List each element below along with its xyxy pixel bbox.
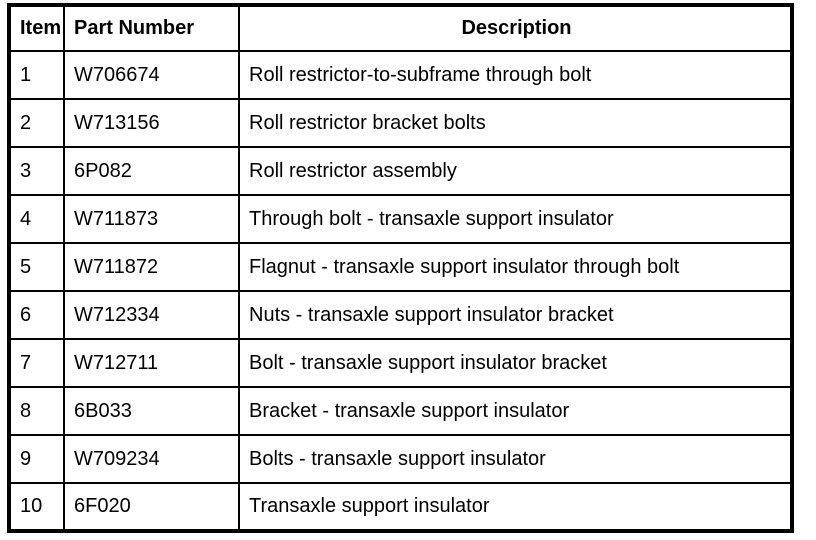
header-row: Item Part Number Description bbox=[8, 4, 793, 52]
cell-part-number: W712711 bbox=[63, 338, 240, 388]
cell-description: Bracket - transaxle support insulator bbox=[238, 386, 793, 436]
cell-description: Roll restrictor assembly bbox=[238, 146, 793, 196]
table-row: 7 W712711 Bolt - transaxle support insul… bbox=[8, 338, 793, 388]
table-body: 1 W706674 Roll restrictor-to-subframe th… bbox=[8, 50, 793, 532]
table-row: 4 W711873 Through bolt - transaxle suppo… bbox=[8, 194, 793, 244]
cell-part-number: W712334 bbox=[63, 290, 240, 340]
table-row: 2 W713156 Roll restrictor bracket bolts bbox=[8, 98, 793, 148]
cell-part-number: 6B033 bbox=[63, 386, 240, 436]
cell-item: 9 bbox=[8, 434, 65, 484]
cell-part-number: 6F020 bbox=[63, 482, 240, 532]
cell-description: Roll restrictor bracket bolts bbox=[238, 98, 793, 148]
cell-description: Transaxle support insulator bbox=[238, 482, 793, 532]
column-header-description: Description bbox=[238, 4, 793, 52]
parts-table: Item Part Number Description 1 W706674 R… bbox=[7, 3, 794, 533]
table-header: Item Part Number Description bbox=[8, 4, 793, 52]
table-row: 8 6B033 Bracket - transaxle support insu… bbox=[8, 386, 793, 436]
cell-part-number: W706674 bbox=[63, 50, 240, 100]
column-header-part-number: Part Number bbox=[63, 4, 240, 52]
column-header-item: Item bbox=[8, 4, 65, 52]
cell-description: Bolt - transaxle support insulator brack… bbox=[238, 338, 793, 388]
cell-item: 6 bbox=[8, 290, 65, 340]
cell-description: Nuts - transaxle support insulator brack… bbox=[238, 290, 793, 340]
table-row: 1 W706674 Roll restrictor-to-subframe th… bbox=[8, 50, 793, 100]
table-row: 5 W711872 Flagnut - transaxle support in… bbox=[8, 242, 793, 292]
table-row: 9 W709234 Bolts - transaxle support insu… bbox=[8, 434, 793, 484]
cell-item: 5 bbox=[8, 242, 65, 292]
cell-item: 10 bbox=[8, 482, 65, 532]
cell-item: 1 bbox=[8, 50, 65, 100]
cell-part-number: W711873 bbox=[63, 194, 240, 244]
cell-description: Roll restrictor-to-subframe through bolt bbox=[238, 50, 793, 100]
cell-part-number: W711872 bbox=[63, 242, 240, 292]
cell-part-number: W709234 bbox=[63, 434, 240, 484]
table-row: 3 6P082 Roll restrictor assembly bbox=[8, 146, 793, 196]
cell-part-number: 6P082 bbox=[63, 146, 240, 196]
cell-part-number: W713156 bbox=[63, 98, 240, 148]
table-row: 6 W712334 Nuts - transaxle support insul… bbox=[8, 290, 793, 340]
cell-description: Bolts - transaxle support insulator bbox=[238, 434, 793, 484]
cell-description: Flagnut - transaxle support insulator th… bbox=[238, 242, 793, 292]
cell-description: Through bolt - transaxle support insulat… bbox=[238, 194, 793, 244]
cell-item: 7 bbox=[8, 338, 65, 388]
table-row: 10 6F020 Transaxle support insulator bbox=[8, 482, 793, 532]
cell-item: 3 bbox=[8, 146, 65, 196]
cell-item: 2 bbox=[8, 98, 65, 148]
cell-item: 4 bbox=[8, 194, 65, 244]
cell-item: 8 bbox=[8, 386, 65, 436]
